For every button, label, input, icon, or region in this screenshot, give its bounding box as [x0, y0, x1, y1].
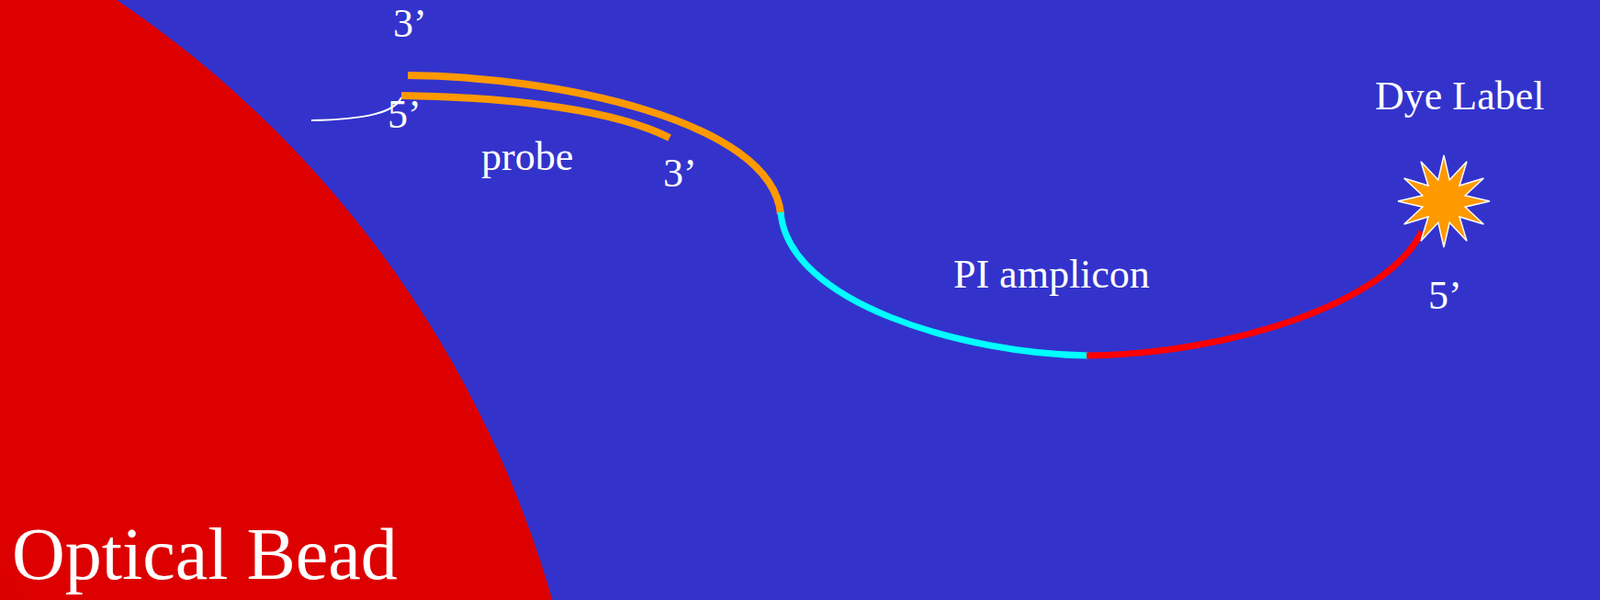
dye-label: Dye Label	[1374, 76, 1544, 117]
strand-end-label: 5’	[387, 94, 422, 136]
amplicon-label: PI amplicon	[953, 254, 1150, 295]
bead-label: Optical Bead	[11, 517, 398, 591]
strand-end-label: 3’	[393, 3, 428, 45]
amplicon-orange-segment	[407, 75, 781, 215]
dye-label-star	[1397, 155, 1490, 248]
optical-bead-shape	[0, 0, 595, 600]
strand-end-label: 3’	[663, 153, 698, 194]
strand-end-label: 5’	[1428, 275, 1463, 316]
probe-label: probe	[481, 136, 574, 178]
optical-bead: Optical Bead	[11, 517, 398, 591]
